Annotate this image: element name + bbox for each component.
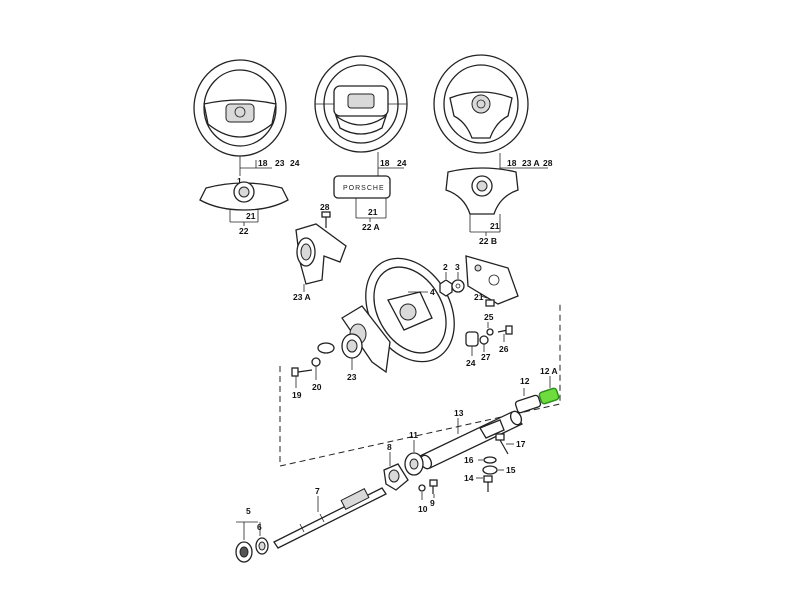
label-15: 15 <box>506 465 516 475</box>
label-18: 18 <box>380 158 390 168</box>
bearing-6[interactable] <box>255 537 269 555</box>
label-10: 10 <box>418 504 428 514</box>
label-28: 28 <box>543 158 553 168</box>
horn-pad-22a[interactable]: PORSCHE <box>333 175 391 199</box>
washer-16[interactable] <box>483 456 497 464</box>
steering-wheel-main[interactable] <box>348 242 472 377</box>
label-14: 14 <box>464 473 474 483</box>
label-12a: 12 A <box>540 366 558 376</box>
wheel-1a-callout <box>377 152 404 176</box>
horn-pad-22b[interactable] <box>445 167 519 215</box>
washer-27[interactable] <box>479 335 489 345</box>
bolt-14[interactable] <box>483 475 493 492</box>
screw-28[interactable] <box>321 211 331 228</box>
ring-20[interactable] <box>317 342 335 354</box>
label-17: 17 <box>516 439 526 449</box>
label-21: 21 <box>368 207 378 217</box>
label-2: 2 <box>443 262 448 272</box>
sleeve-12[interactable] <box>514 394 542 414</box>
nut-15[interactable] <box>482 465 498 475</box>
label-18: 18 <box>258 158 268 168</box>
joint-callout <box>236 521 261 540</box>
label-19: 19 <box>292 390 302 400</box>
label-3: 3 <box>455 262 460 272</box>
steering-wheel-1b[interactable] <box>433 54 529 154</box>
label-4: 4 <box>430 287 435 297</box>
assembly-outline <box>279 304 561 467</box>
label-23: 23 <box>275 158 285 168</box>
label-12: 12 <box>520 376 530 386</box>
label-7: 7 <box>315 486 320 496</box>
washer-9[interactable] <box>429 479 438 494</box>
leader-21 <box>480 295 488 299</box>
label-24: 24 <box>466 358 476 368</box>
label-23a: 23 A <box>293 292 311 302</box>
steering-wheel-1a[interactable] <box>314 55 408 153</box>
label-22b: 22 B <box>479 236 497 246</box>
steering-shaft-7[interactable] <box>273 487 387 549</box>
label-9: 9 <box>430 498 435 508</box>
horn-pad-22-callout <box>229 210 259 226</box>
label-6: 6 <box>257 522 262 532</box>
screw-10[interactable] <box>418 484 426 492</box>
horn-pad-22a-callout <box>355 198 387 222</box>
porsche-logo-text: PORSCHE <box>343 185 385 192</box>
label-18: 18 <box>507 158 517 168</box>
label-20: 20 <box>312 382 322 392</box>
hub-23[interactable] <box>341 333 363 359</box>
label-23a: 23 A <box>522 158 540 168</box>
label-21: 21 <box>474 292 484 302</box>
washer-20[interactable] <box>311 357 321 367</box>
horn-pad-22b-callout <box>469 214 501 236</box>
washer-25[interactable] <box>486 328 494 336</box>
label-28: 28 <box>320 202 330 212</box>
steering-wheel-1[interactable] <box>193 59 287 157</box>
column-tube-13[interactable] <box>418 410 524 471</box>
bushing-12a[interactable] <box>538 387 560 405</box>
label-22: 22 <box>239 226 249 236</box>
label-24: 24 <box>397 158 407 168</box>
wheel-1-callout <box>239 156 272 176</box>
horn-pad-22[interactable] <box>199 181 289 211</box>
label-1: 1 <box>237 176 242 186</box>
label-25: 25 <box>484 312 494 322</box>
label-5: 5 <box>246 506 251 516</box>
label-23: 23 <box>347 372 357 382</box>
label-8: 8 <box>387 442 392 452</box>
label-16: 16 <box>464 455 474 465</box>
label-24: 24 <box>290 158 300 168</box>
label-13: 13 <box>454 408 464 418</box>
nut-2[interactable] <box>439 279 453 297</box>
spacer-24[interactable] <box>465 331 479 347</box>
hub-adapter-23a[interactable] <box>295 223 347 285</box>
bearing-11[interactable] <box>404 452 424 476</box>
label-11: 11 <box>409 430 418 440</box>
label-26: 26 <box>499 344 509 354</box>
contact-plate-21[interactable] <box>465 255 519 305</box>
screw-19[interactable] <box>291 367 313 377</box>
label-21: 21 <box>490 221 500 231</box>
bracket-8[interactable] <box>383 463 409 491</box>
washer-3[interactable] <box>451 279 465 293</box>
label-22a: 22 A <box>362 222 380 232</box>
screw-17[interactable] <box>495 433 509 455</box>
screw-26[interactable] <box>497 325 513 335</box>
label-27: 27 <box>481 352 491 362</box>
screw-21[interactable] <box>485 299 495 307</box>
label-21: 21 <box>246 211 256 221</box>
joint-5[interactable] <box>235 541 253 563</box>
